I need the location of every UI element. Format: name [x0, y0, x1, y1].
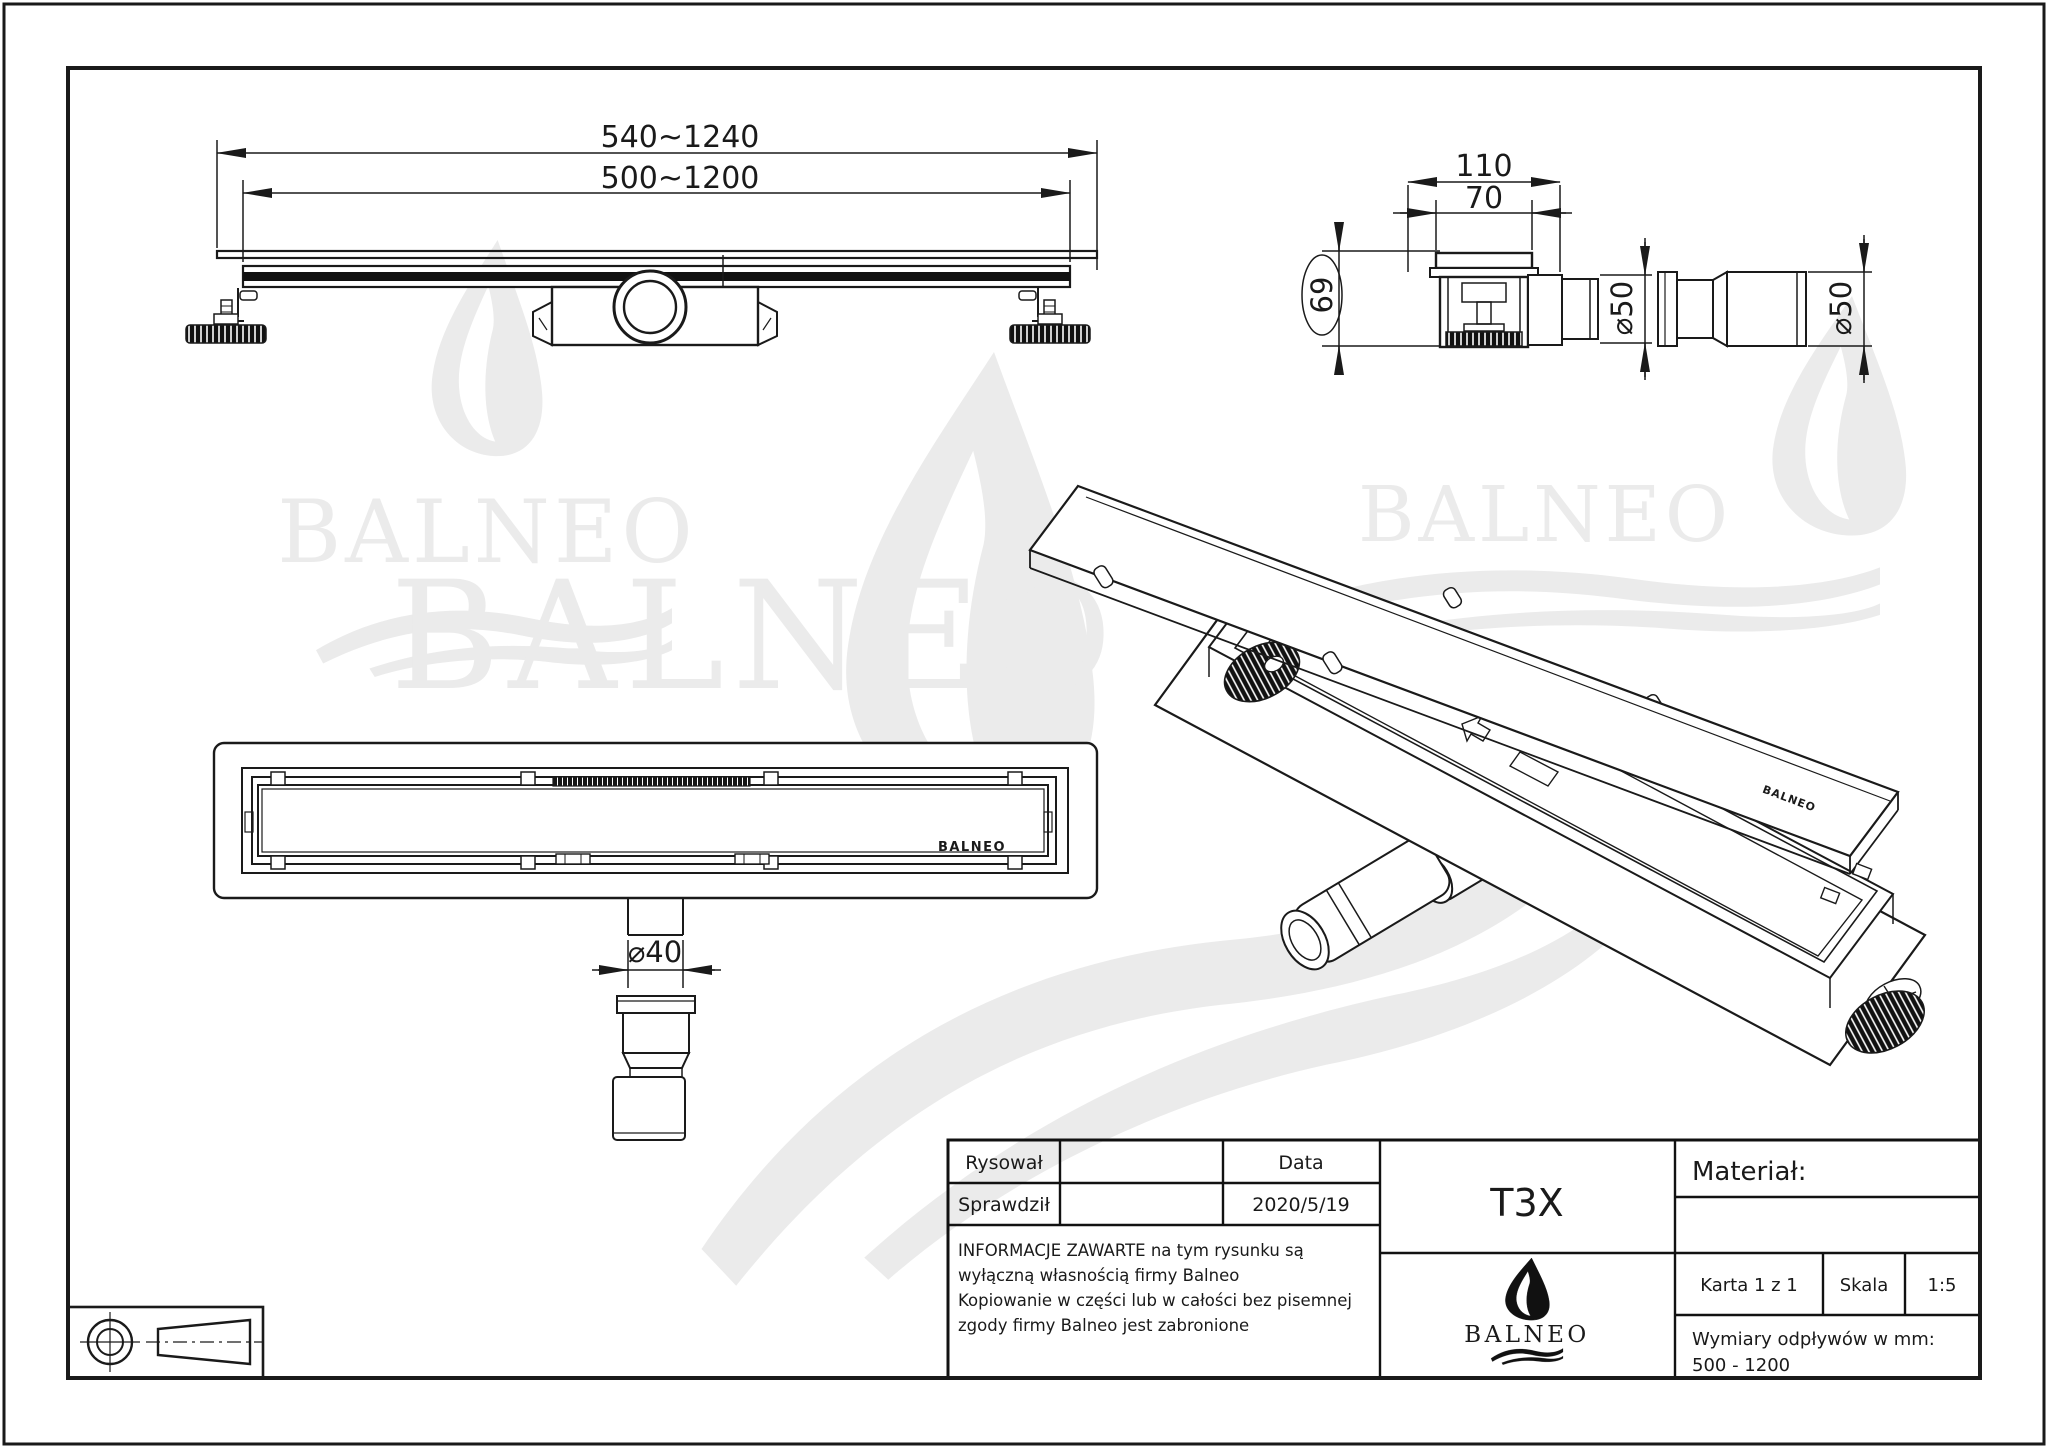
iso-foot-left	[1223, 641, 1301, 703]
scale-label: Skala	[1840, 1275, 1889, 1296]
notice-line-2: wyłączną własnością firmy Balneo	[958, 1266, 1239, 1285]
outlet-fitting	[612, 995, 696, 1141]
isometric-view: BALNEO	[1028, 484, 1927, 1067]
trap-box	[532, 269, 778, 347]
scale-value: 1:5	[1928, 1275, 1957, 1296]
dimensions-note-1: Wymiary odpływów w mm:	[1692, 1329, 1935, 1350]
date-value: 2020/5/19	[1252, 1194, 1349, 1216]
dim-pipe1-diameter: ⌀50	[1605, 281, 1639, 335]
dim-width-inner: 70	[1465, 181, 1503, 216]
projection-symbol	[66, 1305, 265, 1380]
material-label: Materiał:	[1692, 1157, 1807, 1187]
dim-width-outer: 110	[1455, 149, 1512, 184]
adjustable-foot	[185, 288, 267, 344]
watermark-text-center: BALNEO	[390, 550, 1120, 724]
watermark-text-top-left: BALNEO	[277, 481, 697, 583]
date-label: Data	[1278, 1152, 1323, 1174]
iso-foot-right	[1845, 978, 1925, 1054]
dim-length-outer: 540~1240	[601, 120, 760, 155]
side-view: 540~1240 500~1200	[185, 120, 1099, 347]
iso-elbow-pipe	[1280, 837, 1451, 971]
checked-label: Sprawdził	[958, 1194, 1050, 1216]
logo-text: BALNEO	[1464, 1322, 1590, 1348]
model-number: T3X	[1489, 1181, 1563, 1225]
watermark-layer: BALNEO BALNEO BALNEO	[277, 240, 1907, 1293]
dim-height: 69	[1305, 277, 1339, 314]
title-block: Rysował Data Sprawdził 2020/5/19 INFORMA…	[946, 1138, 1982, 1380]
end-view: 110 70 69 ⌀50	[1301, 149, 1872, 383]
iso-cover-plate: BALNEO	[1028, 484, 1900, 905]
drawn-label: Rysował	[965, 1152, 1043, 1174]
dim-length-inner: 500~1200	[601, 161, 760, 196]
watermark-text-top-right: BALNEO	[1358, 471, 1732, 560]
dimensions-note-2: 500 - 1200	[1692, 1355, 1790, 1376]
dim-outlet-diameter: ⌀40	[628, 935, 682, 969]
grate-strip	[552, 776, 751, 787]
notice-line-4: zgody firmy Balneo jest zabronione	[958, 1316, 1249, 1335]
dim-pipe2-diameter: ⌀50	[1824, 281, 1858, 335]
balneo-logo: BALNEO	[1464, 1257, 1590, 1365]
plan-view: BALNEO ⌀40	[212, 741, 1099, 1141]
sheet-label: Karta 1 z 1	[1700, 1275, 1798, 1296]
brand-label-plan: BALNEO	[938, 840, 1006, 855]
notice-line-3: Kopiowanie w części lub w całości bez pi…	[958, 1291, 1352, 1310]
notice-line-1: INFORMACJE ZAWARTE na tym rysunku są	[958, 1241, 1304, 1260]
